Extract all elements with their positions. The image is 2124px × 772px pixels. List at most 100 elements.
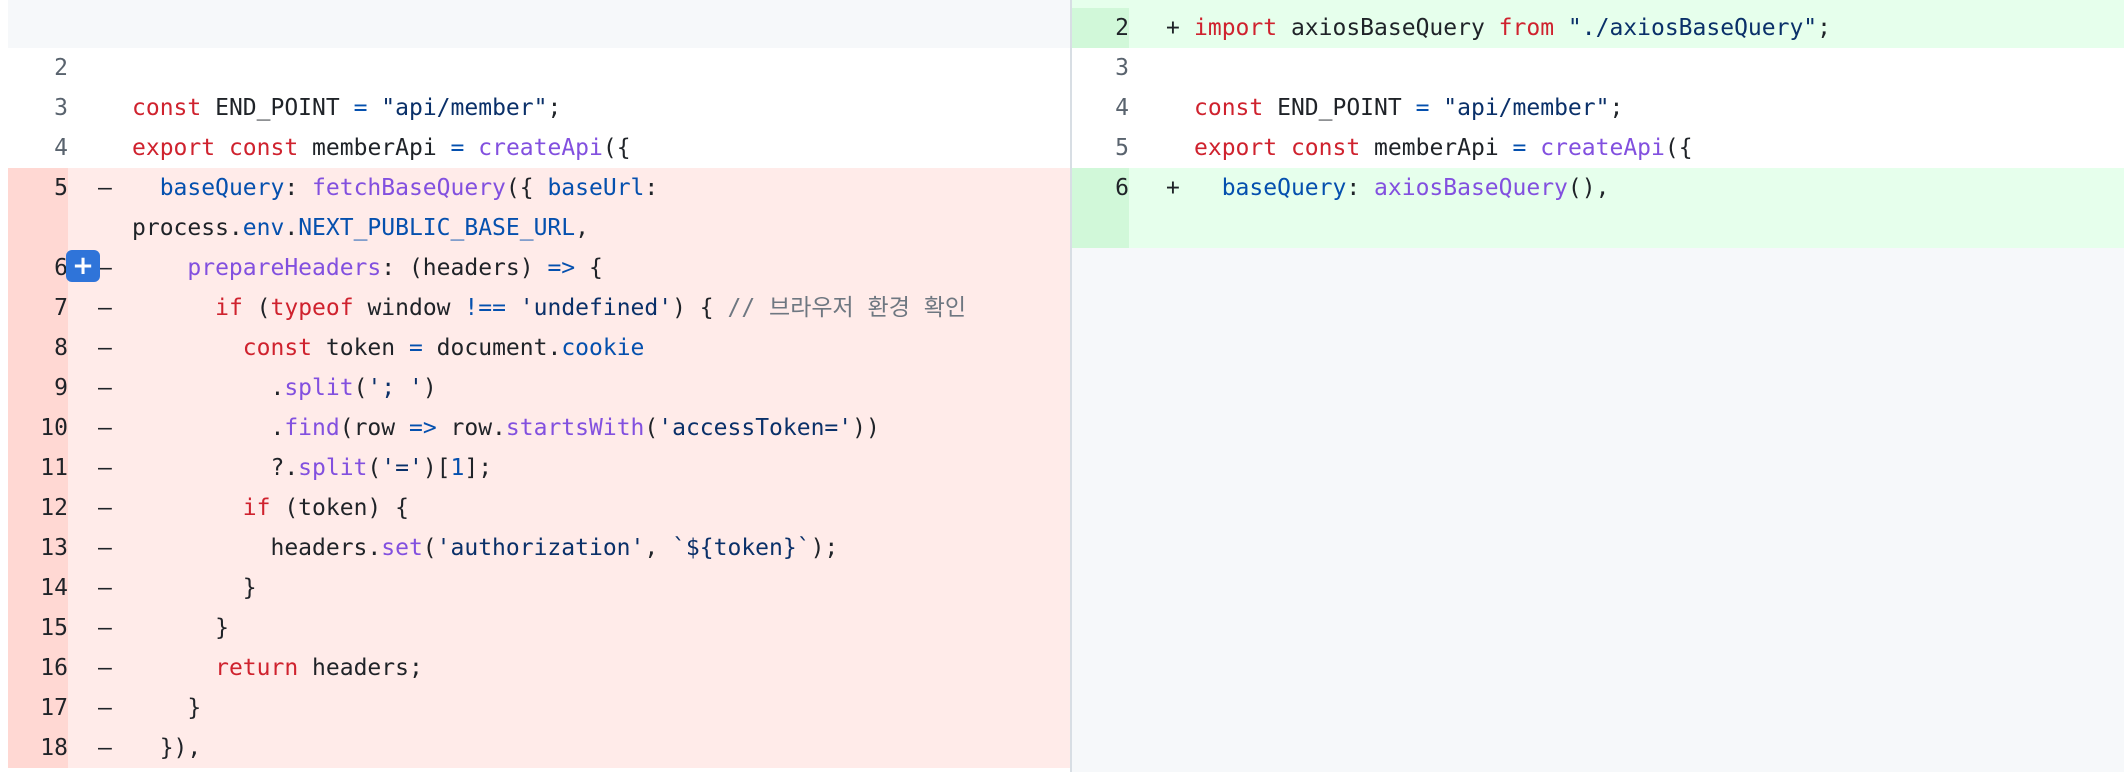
code-token [132, 295, 215, 321]
line-number[interactable]: 5 [8, 168, 68, 208]
line-number[interactable]: 17 [8, 688, 68, 728]
code-token [132, 335, 243, 361]
line-number[interactable]: 3 [54, 95, 68, 121]
line-number[interactable]: 5 [1115, 135, 1129, 161]
code-token: ( [353, 375, 368, 401]
line-number[interactable]: 2 [1072, 8, 1129, 48]
line-number[interactable]: 4 [1115, 95, 1129, 121]
code-token: split [298, 455, 368, 481]
code-token: ( [644, 415, 659, 441]
code-token: fetchBaseQuery [312, 175, 506, 201]
code-token: 'undefined' [519, 295, 673, 321]
code-token [1429, 95, 1443, 121]
code-token: : [284, 175, 313, 201]
diff-row: 2 [8, 48, 1070, 88]
code-token: => [408, 415, 437, 441]
code-token: typeof [270, 295, 354, 321]
diff-marker: + [1166, 175, 1180, 201]
code-token: ; [1609, 95, 1624, 121]
diff-marker: – [98, 495, 112, 521]
add-comment-button[interactable]: + [66, 250, 100, 282]
line-number[interactable]: 4 [54, 135, 68, 161]
diff-row: 12– if (token) { [8, 488, 1070, 528]
line-number[interactable]: 14 [8, 568, 68, 608]
code-token: 'authorization' [436, 535, 645, 561]
code-token: createApi [1540, 135, 1665, 161]
line-number[interactable]: 10 [8, 408, 68, 448]
code-line: const END_POINT = "api/member"; [132, 88, 561, 128]
code-token: baseQuery [1221, 175, 1347, 201]
code-token: . [132, 375, 285, 401]
code-token: ({ [602, 135, 631, 161]
line-number[interactable]: 16 [8, 648, 68, 688]
diff-marker: – [98, 575, 112, 601]
code-token: document. [422, 335, 562, 361]
line-number[interactable]: 18 [8, 728, 68, 768]
line-number[interactable]: 7 [8, 288, 68, 328]
code-token: import [1194, 15, 1278, 41]
code-token: = [1512, 135, 1527, 161]
code-token: ) { [672, 295, 728, 321]
diff-marker [1166, 48, 1196, 88]
code-token: axiosBaseQuery [1277, 15, 1499, 41]
code-token: process. [132, 215, 243, 241]
code-line: const token = document.cookie [132, 328, 645, 368]
code-line: export const memberApi = createApi({ [1194, 128, 1693, 168]
code-token [132, 495, 243, 521]
line-number[interactable]: 15 [8, 608, 68, 648]
code-line: ?.split('=')[1]; [132, 448, 492, 488]
code-token: split [284, 375, 354, 401]
line-number[interactable]: 6 [8, 248, 68, 288]
code-token: : (headers) [381, 255, 548, 281]
code-line: } [132, 608, 229, 648]
code-token: => [547, 255, 576, 281]
diff-row: 6+ baseQuery: axiosBaseQuery(), [1072, 168, 2124, 248]
code-token: "api/member" [381, 95, 548, 121]
code-token: memberApi [1360, 135, 1513, 161]
diff-row: 11– ?.split('=')[1]; [8, 448, 1070, 488]
code-token: , [575, 215, 589, 241]
code-token: !== [464, 295, 506, 321]
code-token: startsWith [505, 415, 645, 441]
code-line: baseQuery: fetchBaseQuery({ baseUrl: [132, 168, 659, 208]
line-number[interactable]: 3 [1115, 55, 1129, 81]
line-number[interactable]: 13 [8, 528, 68, 568]
code-token [132, 255, 187, 281]
code-line: headers.set('authorization', `${token}`)… [132, 528, 838, 568]
diff-marker [1166, 88, 1196, 128]
diff-row: 8– const token = document.cookie [8, 328, 1070, 368]
line-number[interactable]: 11 [8, 448, 68, 488]
code-token: // 브라우저 환경 확인 [727, 295, 967, 321]
code-token: if [242, 495, 271, 521]
line-number[interactable]: 12 [8, 488, 68, 528]
diff-row: 3 [1072, 48, 2124, 88]
line-number[interactable]: 8 [8, 328, 68, 368]
line-number[interactable]: 2 [54, 55, 68, 81]
code-token: return [215, 655, 299, 681]
code-token: 'accessToken=' [658, 415, 853, 441]
code-line: }), [132, 728, 202, 768]
code-token: const [242, 335, 313, 361]
code-token [1554, 15, 1568, 41]
diff-row: 17– } [8, 688, 1070, 728]
code-token: token [312, 335, 409, 361]
code-line: process.env.NEXT_PUBLIC_BASE_URL, [132, 208, 589, 248]
code-token: from [1498, 15, 1555, 41]
code-token: set [381, 535, 423, 561]
code-token: baseUrl [547, 175, 645, 201]
line-number[interactable]: 9 [8, 368, 68, 408]
line-number[interactable] [8, 208, 68, 248]
code-token: { [575, 255, 603, 281]
code-token: ( [367, 455, 382, 481]
hunk-separator [8, 8, 1070, 48]
code-token: `${token}` [672, 535, 811, 561]
line-number[interactable]: 6 [1072, 168, 1129, 248]
diff-row: 14– } [8, 568, 1070, 608]
diff-marker: – [98, 615, 112, 641]
code-line: const END_POINT = "api/member"; [1194, 88, 1623, 128]
diff-marker: – [98, 255, 112, 281]
code-token: END_POINT [201, 95, 354, 121]
code-token: ) [422, 375, 437, 401]
